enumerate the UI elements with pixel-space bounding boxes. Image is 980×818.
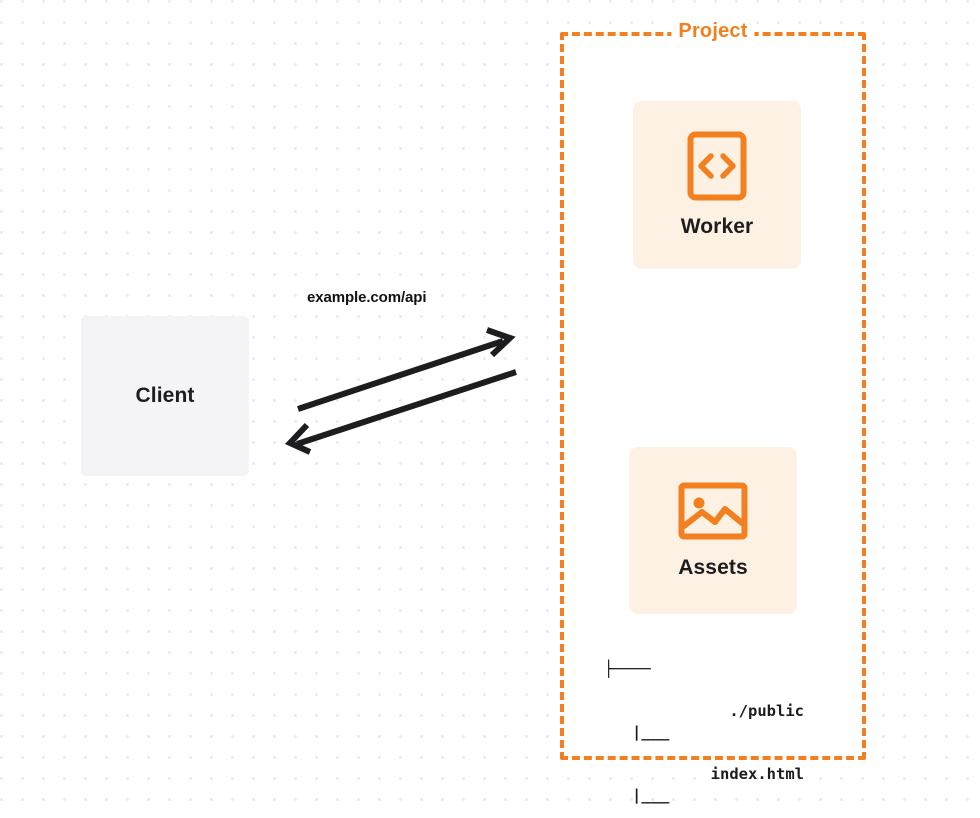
worker-card[interactable]: Worker <box>633 101 801 269</box>
assets-file-tree: ├──── ./public |___ index.html |___ blog… <box>604 617 804 818</box>
code-brackets-icon <box>687 131 747 201</box>
assets-card[interactable]: Assets <box>629 447 797 614</box>
image-icon <box>678 482 748 539</box>
file-tree-row: ├──── ./public <box>604 659 804 720</box>
project-group-label: Project <box>671 20 755 43</box>
worker-card-label: Worker <box>680 215 754 238</box>
file-tree-row: |___ index.html <box>604 722 804 783</box>
file-tree-row: |___ blog.html <box>604 785 804 806</box>
file-tree-name: ./public <box>729 702 804 720</box>
file-tree-name: index.html <box>710 765 804 783</box>
edge-label: example.com/api <box>307 289 427 306</box>
assets-card-label: Assets <box>678 555 748 579</box>
client-node[interactable]: Client <box>81 316 249 476</box>
client-node-label: Client <box>135 384 195 407</box>
file-tree-branch: |___ <box>604 723 670 741</box>
file-tree-branch: |___ <box>604 786 670 804</box>
file-tree-branch: ├──── <box>604 660 651 678</box>
